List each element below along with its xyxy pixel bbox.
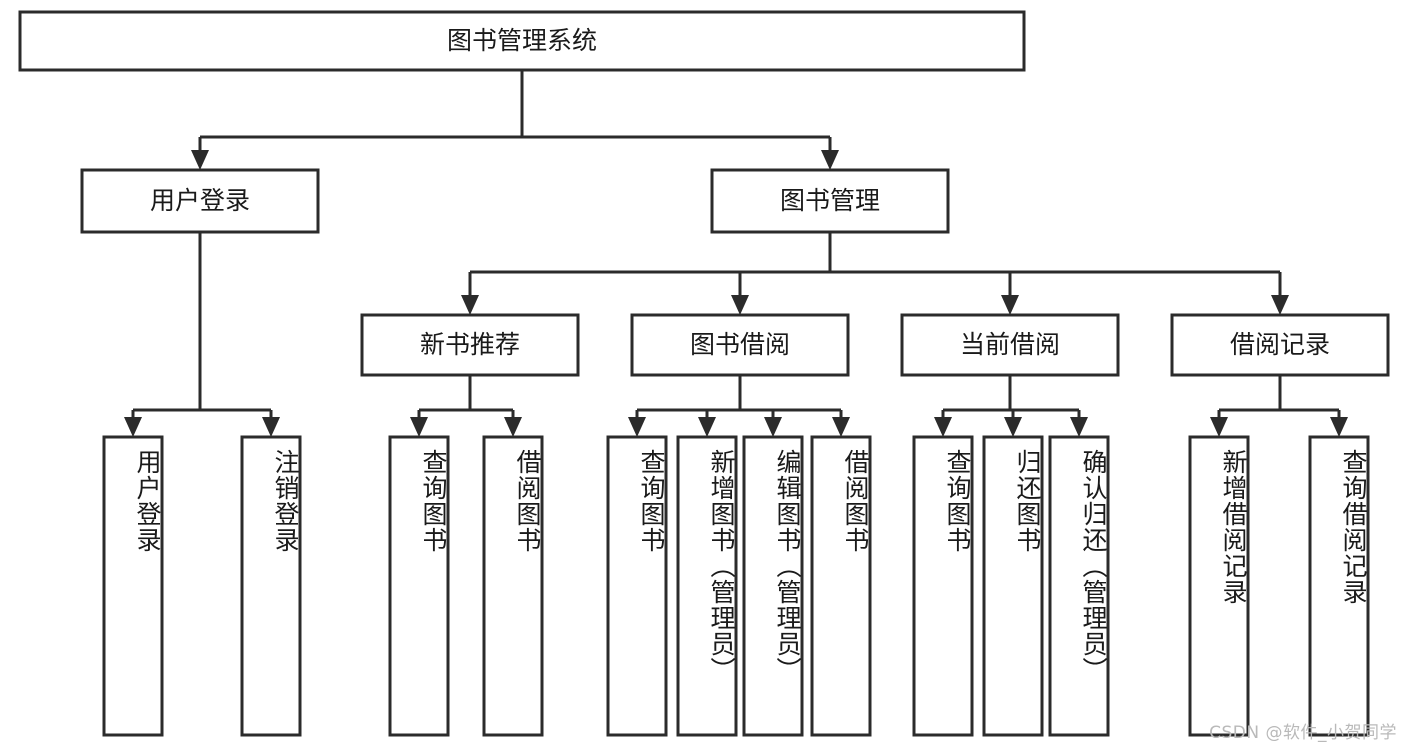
- node-box-leaf-return-book[interactable]: [982, 435, 1044, 737]
- node-label-book-borrow: 图书借阅: [690, 330, 790, 359]
- node-box-leaf-add-book[interactable]: [676, 435, 738, 737]
- arrow-head-icon-book-borrow-to-leaf-add-book: [698, 417, 716, 437]
- arrow-head-icon-book-borrow-to-leaf-query-book-2: [628, 417, 646, 437]
- node-box-leaf-borrow-book-1[interactable]: [482, 435, 544, 737]
- arrow-head-icon-bookmanage-to-current-borrow: [1001, 295, 1019, 315]
- node-box-root[interactable]: [18, 10, 1026, 72]
- arrow-head-icon-current-borrow-to-leaf-confirm-return: [1070, 417, 1088, 437]
- arrow-head-icon-bookmanage-to-borrow-record: [1271, 295, 1289, 315]
- arrow-head-icon-userlogin-to-leaf-user-login: [124, 417, 142, 437]
- arrow-head-icon-bookmanage-to-book-borrow: [731, 295, 749, 315]
- arrow-head-icon-root-to-user-login: [191, 150, 209, 170]
- node-box-user-login[interactable]: [80, 168, 320, 234]
- node-box-leaf-user-login[interactable]: [102, 435, 164, 737]
- arrow-head-icon-bookmanage-to-new-book-recommend: [461, 295, 479, 315]
- arrow-head-icon-current-borrow-to-leaf-return-book: [1004, 417, 1022, 437]
- arrow-head-icon-new-book-recommend-to-leaf-query-book-1: [410, 417, 428, 437]
- node-label-book-manage: 图书管理: [780, 186, 880, 215]
- node-box-current-borrow[interactable]: [900, 313, 1120, 377]
- node-box-leaf-confirm-return[interactable]: [1048, 435, 1110, 737]
- arrow-head-icon-book-borrow-to-leaf-borrow-book-2: [832, 417, 850, 437]
- node-label-new-book-recommend: 新书推荐: [420, 330, 520, 359]
- node-box-leaf-query-book-2[interactable]: [606, 435, 668, 737]
- node-label-current-borrow: 当前借阅: [960, 330, 1060, 359]
- node-box-leaf-query-book-3[interactable]: [912, 435, 974, 737]
- node-box-leaf-add-borrow-record[interactable]: [1188, 435, 1250, 737]
- node-box-leaf-query-book-1[interactable]: [388, 435, 450, 737]
- node-box-leaf-logout-login[interactable]: [240, 435, 302, 737]
- node-box-leaf-query-borrow-record[interactable]: [1308, 435, 1370, 737]
- node-label-root: 图书管理系统: [447, 26, 597, 55]
- node-box-new-book-recommend[interactable]: [360, 313, 580, 377]
- node-box-leaf-borrow-book-2[interactable]: [810, 435, 872, 737]
- arrow-head-icon-book-borrow-to-leaf-edit-book: [764, 417, 782, 437]
- arrow-head-icon-borrow-record-to-leaf-add-borrow-record: [1210, 417, 1228, 437]
- node-box-leaf-edit-book[interactable]: [742, 435, 804, 737]
- node-box-borrow-record[interactable]: [1170, 313, 1390, 377]
- arrow-head-icon-current-borrow-to-leaf-query-book-3: [934, 417, 952, 437]
- arrow-head-icon-new-book-recommend-to-leaf-borrow-book-1: [504, 417, 522, 437]
- arrow-head-icon-root-to-book-manage: [821, 150, 839, 170]
- node-box-book-manage[interactable]: [710, 168, 950, 234]
- node-label-borrow-record: 借阅记录: [1230, 330, 1330, 359]
- arrow-head-icon-borrow-record-to-leaf-query-borrow-record: [1330, 417, 1348, 437]
- node-box-book-borrow[interactable]: [630, 313, 850, 377]
- arrow-head-icon-userlogin-to-leaf-logout-login: [262, 417, 280, 437]
- csdn-watermark: CSDN @软件_小贺同学: [1209, 723, 1397, 743]
- node-label-user-login: 用户登录: [150, 186, 250, 215]
- boxes-layer: [18, 10, 1390, 737]
- connectors-layer: [124, 70, 1348, 437]
